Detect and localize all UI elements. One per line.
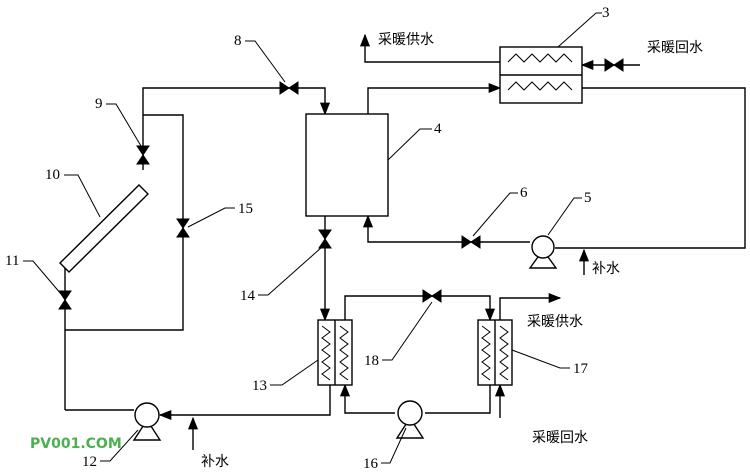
label-heat-return-right: 采暖回水 <box>532 430 588 446</box>
leader-5 <box>547 197 582 236</box>
number-14: 14 <box>240 288 256 304</box>
pipe-heat-supply-right <box>499 292 562 320</box>
pipe-hx13-to-pump12 <box>158 383 331 421</box>
label-heat-supply-top: 采暖供水 <box>378 32 434 48</box>
valve-15 <box>176 218 190 238</box>
leader-14 <box>258 246 323 296</box>
pipe-pump5-to-tank <box>362 214 530 243</box>
label-makeup-water-bottom: 补水 <box>201 454 229 470</box>
valve-11 <box>58 290 72 310</box>
number-8: 8 <box>234 33 242 49</box>
label-heat-return-top: 采暖回水 <box>647 40 703 56</box>
valve-14 <box>318 229 332 249</box>
label-makeup-water-right: 补水 <box>592 261 620 277</box>
number-18: 18 <box>364 353 379 369</box>
number-15: 15 <box>238 201 253 217</box>
number-6: 6 <box>520 185 528 201</box>
leader-12 <box>100 429 139 462</box>
valve-6 <box>461 235 481 249</box>
leader-13 <box>270 359 319 386</box>
pipe-top-solar <box>142 87 331 170</box>
pipe-heat-supply-top <box>359 33 500 63</box>
leader-16 <box>381 427 407 464</box>
valve-9 <box>136 145 150 165</box>
leader-11 <box>23 260 62 295</box>
leader-18 <box>382 301 433 361</box>
solar-collector-10 <box>59 184 149 273</box>
number-9: 9 <box>95 96 103 112</box>
watermark: PV001.COM <box>30 436 122 452</box>
number-10: 10 <box>45 167 60 183</box>
number-17: 17 <box>573 361 589 377</box>
leader-17 <box>511 349 570 369</box>
leader-4 <box>387 128 432 161</box>
heat-exchanger-13 <box>317 319 353 386</box>
pipe-pump16-to-hx13 <box>339 383 395 414</box>
number-11: 11 <box>5 253 19 269</box>
valve-18 <box>422 289 442 303</box>
storage-tank-4 <box>305 113 389 217</box>
leader-9 <box>106 103 142 147</box>
valve-8 <box>279 81 299 95</box>
pump-16 <box>395 400 425 439</box>
pipe-hx17-to-pump16 <box>425 383 491 414</box>
number-16: 16 <box>363 456 379 472</box>
pipe-hx13-to-hx17 <box>344 295 496 322</box>
pump-12 <box>132 402 162 441</box>
number-13: 13 <box>252 378 267 394</box>
pipe-tank-to-hx3 <box>367 82 502 114</box>
pipe-hx3-to-pump5 <box>555 87 746 249</box>
leader-15 <box>187 207 235 228</box>
number-4: 4 <box>434 121 442 137</box>
valve-heat-return-top <box>604 58 624 72</box>
leader-6 <box>472 192 518 237</box>
pump-5 <box>528 235 558 269</box>
number-5: 5 <box>584 190 592 206</box>
heat-exchanger-17 <box>477 319 513 386</box>
number-3: 3 <box>602 5 610 21</box>
heat-exchanger-3 <box>499 46 583 104</box>
leader-8 <box>245 40 286 83</box>
label-heat-supply-right: 采暖供水 <box>527 314 583 330</box>
pipe-return-to-top <box>65 114 184 331</box>
leader-3 <box>557 12 602 48</box>
number-12: 12 <box>82 454 97 470</box>
leader-10 <box>64 174 101 218</box>
